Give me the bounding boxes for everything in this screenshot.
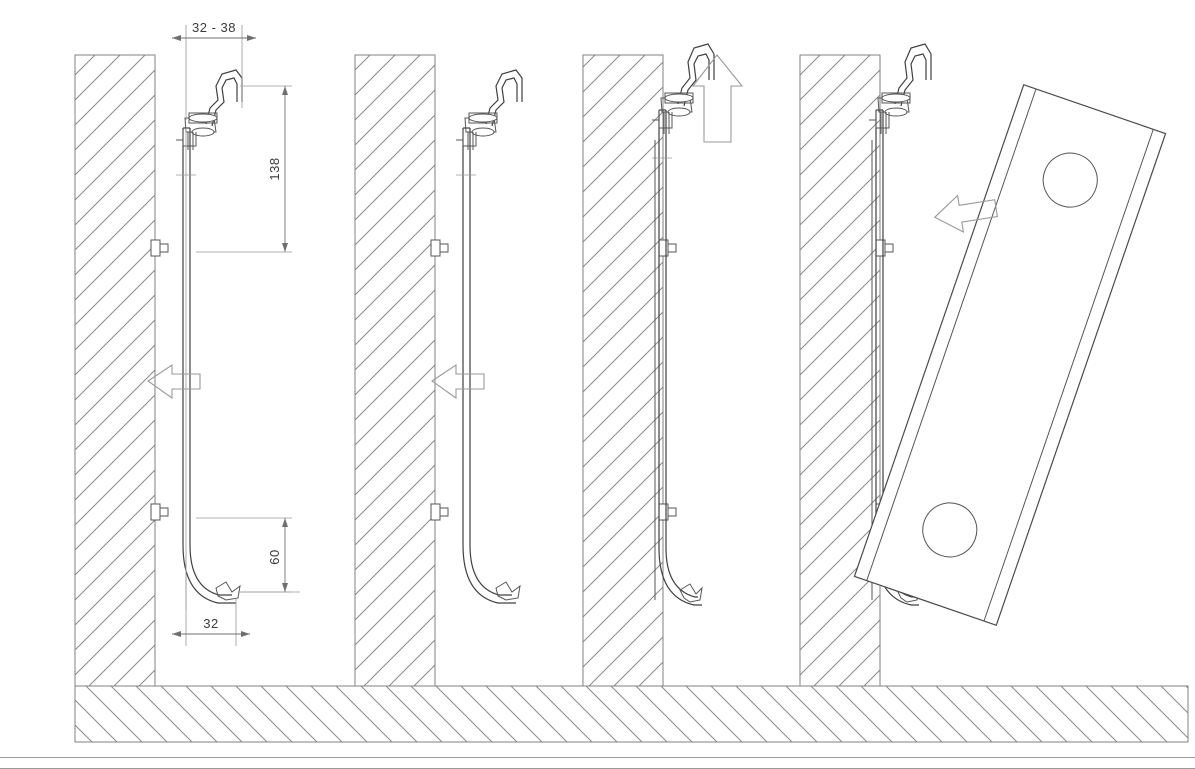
block-arrow-left-tilted-4[interactable] <box>932 190 999 236</box>
panel-hook-bracket-2 <box>456 69 523 176</box>
panel-profile-3 <box>658 109 702 606</box>
dimension-label-base-height: 60 <box>267 549 282 564</box>
wall-4 <box>799 54 881 687</box>
panel-profile-2 <box>462 127 516 604</box>
panel-hole-upper <box>1042 152 1098 208</box>
panel-bottom-clip-1 <box>215 581 300 601</box>
dimension-top-gap: 32 - 38 <box>172 20 256 120</box>
wall-anchor-4-upper <box>875 239 894 257</box>
wall-anchor-2-upper <box>430 239 449 257</box>
step-3-group <box>582 43 744 687</box>
wall-anchor-1-upper <box>150 239 169 257</box>
step-4-group <box>799 43 1167 687</box>
sheet-frame <box>0 757 1195 769</box>
block-arrow-left-2[interactable] <box>431 363 485 400</box>
floor-slab <box>74 685 1189 743</box>
wall-1 <box>74 54 156 687</box>
wall-anchor-3-upper <box>658 239 677 257</box>
dimension-label-hook-height: 138 <box>267 157 282 180</box>
wall-2 <box>354 54 436 687</box>
panel-profile-1 <box>182 127 236 604</box>
wall-anchor-1-lower <box>150 503 169 521</box>
dimension-label-base-offset: 32 <box>203 616 218 631</box>
step-1-group: 32 - 38 138 60 32 <box>74 20 300 687</box>
panel-bottom-clip-3 <box>679 583 703 603</box>
panel-hole-lower <box>922 502 978 558</box>
wall-3 <box>582 54 664 687</box>
dimension-base-offset: 32 <box>172 560 250 646</box>
wall-anchor-3-lower <box>658 503 677 521</box>
panel-bottom-clip-2 <box>495 581 521 601</box>
dimension-hook-height: 138 <box>196 85 292 253</box>
panel-hook-bracket-4 <box>869 43 932 600</box>
wall-anchor-2-lower <box>430 503 449 521</box>
dimension-label-top-gap: 32 - 38 <box>192 20 236 35</box>
panel-hook-bracket-3 <box>652 43 715 600</box>
block-arrow-left-1[interactable] <box>147 363 201 400</box>
removed-panel-plate <box>853 83 1167 627</box>
panel-hook-bracket-1 <box>176 69 243 176</box>
dimension-base-height: 60 <box>196 517 292 593</box>
block-arrow-up-3[interactable] <box>691 54 744 143</box>
step-2-group <box>354 54 523 687</box>
